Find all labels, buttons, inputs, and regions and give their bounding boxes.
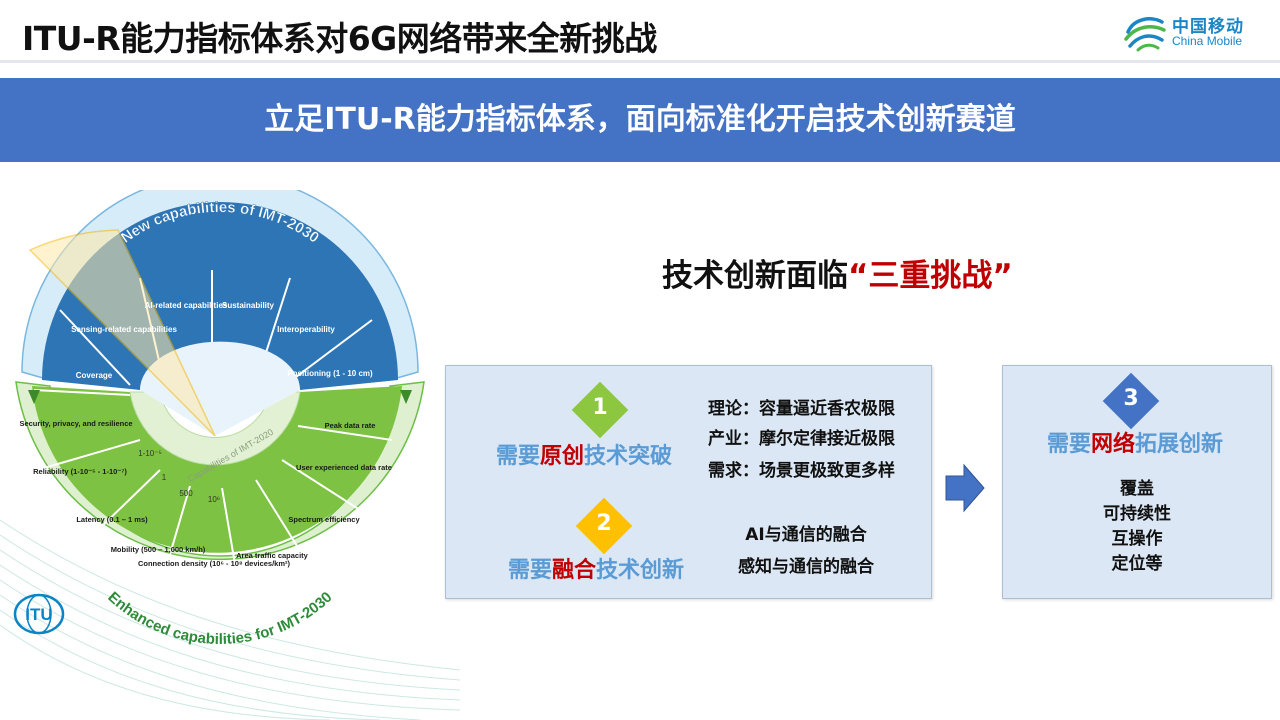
challenge-1-detail-theory: 理论：容量逼近香农极限 xyxy=(708,399,895,419)
challenge-3-detail-interoperability: 互操作 xyxy=(1111,529,1163,549)
challenge-3-lead-pre: 需要 xyxy=(1047,432,1092,457)
banner-text: 立足ITU-R能力指标体系，面向标准化开启技术创新赛道 xyxy=(264,102,1016,137)
itu-logo: ITU xyxy=(13,593,65,635)
challenge-3-detail-positioning: 定位等 xyxy=(1111,554,1163,574)
challenge-3-detail-sustainability: 可持续性 xyxy=(1103,504,1171,524)
logo-text-cn: 中国移动 xyxy=(1172,17,1244,37)
challenge-heading-text: 技术创新面临 xyxy=(662,258,848,294)
challenge-1-lead: 需要原创技术突破 xyxy=(496,438,672,470)
svg-text:Enhanced capabilities for IMT-: Enhanced capabilities for IMT-2030 xyxy=(104,589,335,648)
cap-ai: AI-related capabilities xyxy=(145,301,228,310)
challenge-2-lead-pre: 需要 xyxy=(508,558,553,583)
challenge-1-lead-post: 技术突破 xyxy=(584,444,673,469)
challenge-heading-quote: “三重挑战” xyxy=(848,258,1013,294)
challenge-1-number: 1 xyxy=(592,395,608,420)
cap-connection-density: Connection density (10⁶ - 10⁸ devices/km… xyxy=(138,559,291,568)
cap-user-experienced-rate: User experienced data rate xyxy=(296,463,392,472)
cap-mobility: Mobility (500 – 1,000 km/h) xyxy=(111,545,206,554)
slide-title: ITU-R能力指标体系对6G网络带来全新挑战 xyxy=(22,19,657,58)
challenge-panel-left: 1 需要原创技术突破 理论：容量逼近香农极限 产业：摩尔定律接近极限 需求：场景… xyxy=(445,365,932,599)
cap-sensing: Sensing-related capabilities xyxy=(71,325,177,334)
logo-text-en: China Mobile xyxy=(1172,34,1243,48)
banner: 立足ITU-R能力指标体系，面向标准化开启技术创新赛道 xyxy=(0,78,1280,162)
challenge-panel-right: 3 需要网络拓展创新 覆盖 可持续性 互操作 定位等 xyxy=(1002,365,1272,599)
decorative-swoosh xyxy=(0,519,460,720)
cap-area-traffic: Area traffic capacity xyxy=(236,551,309,560)
challenge-1-lead-emph: 原创 xyxy=(540,444,585,469)
china-mobile-logo: 中国移动 China Mobile xyxy=(1122,10,1262,54)
itu-logo-text: ITU xyxy=(25,605,52,624)
cap-peak-data-rate: Peak data rate xyxy=(325,421,376,430)
challenge-3-lead: 需要网络拓展创新 xyxy=(1047,426,1223,458)
challenge-3-detail-coverage: 覆盖 xyxy=(1120,479,1154,499)
challenge-2-detail-ai: AI与通信的融合 xyxy=(745,525,867,545)
china-mobile-logo-icon xyxy=(1124,17,1166,52)
challenge-1-detail-industry: 产业：摩尔定律接近极限 xyxy=(708,429,895,449)
title-divider xyxy=(0,60,1280,63)
challenge-2-lead-emph: 融合 xyxy=(552,558,597,583)
challenge-3-lead-emph: 网络 xyxy=(1091,432,1136,457)
cap-coverage: Coverage xyxy=(76,371,113,380)
inner-value-latency: 1 xyxy=(162,473,167,482)
enhanced-capabilities-arc-label: Enhanced capabilities for IMT-2030 xyxy=(104,589,335,648)
inner-value-reliability: 1-10⁻⁵ xyxy=(138,449,162,458)
challenge-1-detail-demand: 需求：场景更极致更多样 xyxy=(708,461,895,481)
challenge-2-lead: 需要融合技术创新 xyxy=(508,552,684,584)
challenge-heading: 技术创新面临“三重挑战” xyxy=(662,250,1013,295)
right-arrow-icon xyxy=(945,463,985,513)
challenge-2-number: 2 xyxy=(596,511,612,536)
cap-sustainability: Sustainability xyxy=(222,301,275,310)
challenge-2-detail-sensing: 感知与通信的融合 xyxy=(738,557,874,577)
cap-interoperability: Interoperability xyxy=(277,325,335,334)
challenge-3-number: 3 xyxy=(1123,386,1139,411)
cap-latency: Latency (0.1 – 1 ms) xyxy=(76,515,148,524)
cap-spectrum-efficiency: Spectrum efficiency xyxy=(288,515,360,524)
inner-value-mobility: 500 xyxy=(179,489,193,498)
challenge-2-lead-post: 技术创新 xyxy=(596,558,685,583)
inner-value-density: 10⁶ xyxy=(208,495,220,504)
cap-security: Security, privacy, and resilience xyxy=(19,419,132,428)
cap-positioning: Positioning (1 - 10 cm) xyxy=(287,369,373,378)
cap-reliability: Reliability (1-10⁻⁵ - 1-10⁻⁷) xyxy=(33,467,127,476)
imt2030-capability-wheel: New capabilities of IMT-2030 Enhanced ca… xyxy=(15,190,425,648)
challenge-1-lead-pre: 需要 xyxy=(496,444,541,469)
challenge-3-lead-post: 拓展创新 xyxy=(1135,432,1224,457)
